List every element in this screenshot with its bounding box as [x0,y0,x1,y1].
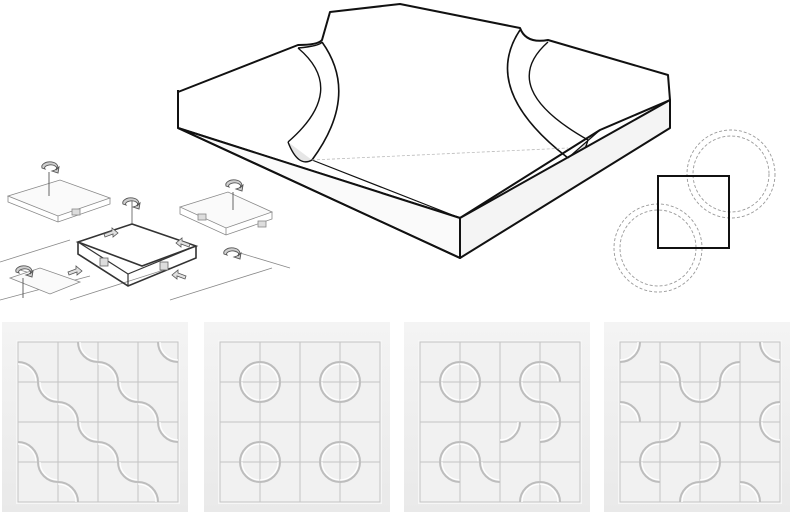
tile-grid-waves [2,322,188,512]
tile-grid-panel-3 [404,322,590,512]
tile-back-left [8,180,110,222]
tile-grid-random [604,322,790,512]
tile-grid-mixed [404,322,590,512]
plan-diagram [614,130,775,292]
tile-grid-circles [204,322,390,512]
rotate-arrow-icon [224,248,241,259]
tile-grid-panel-1 [2,322,188,512]
tile-3d-view [178,4,670,258]
rotate-arrow-icon [123,198,140,209]
tile-illustrations [0,0,793,320]
tile-grid-panel-2 [204,322,390,512]
tile-grid-panel-4 [604,322,790,512]
tile-back-right [180,192,272,235]
assembly-sketch [0,180,290,300]
plan-square [658,176,729,248]
